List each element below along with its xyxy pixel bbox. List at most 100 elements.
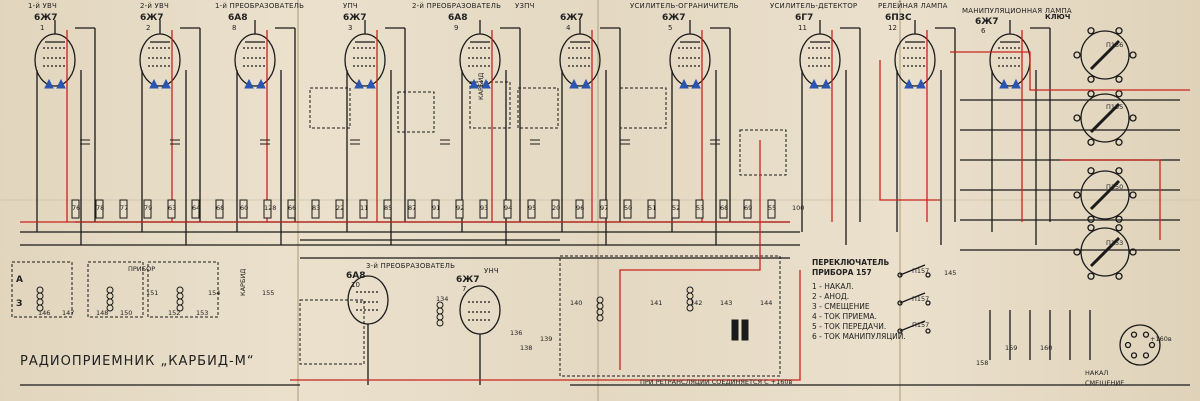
resistor-icon xyxy=(119,199,128,219)
component-number: 136 xyxy=(510,329,523,337)
component-number: 159 xyxy=(1005,344,1018,352)
resistor-icon xyxy=(71,199,80,219)
switch-label: П157 xyxy=(912,267,930,275)
component-number: 20 xyxy=(552,204,561,212)
resistor-icon xyxy=(479,199,488,219)
capacitor-icon xyxy=(440,139,450,145)
component-number: 92 xyxy=(456,204,465,212)
tube-index-1: 1 xyxy=(40,24,45,32)
vacuum-tube-icon xyxy=(799,20,841,87)
tube-type-3: 6А8 xyxy=(228,13,248,23)
component-number: 68 xyxy=(216,204,225,212)
resistor-icon xyxy=(95,199,104,219)
component-number: 91 xyxy=(432,204,441,212)
stage-label-1: 1-й УВЧ xyxy=(28,2,58,10)
tube-type-5: 6А8 xyxy=(448,13,468,23)
lower-tube-index-2: 7 xyxy=(462,285,467,293)
component-number: 95 xyxy=(528,204,537,212)
relay-coil-icon xyxy=(731,319,739,341)
resistor-icon xyxy=(191,199,200,219)
vacuum-tube-icon xyxy=(894,20,936,87)
resistor-icon xyxy=(551,199,560,219)
tube-type-9: 6П3С xyxy=(885,13,912,23)
vacuum-tube-icon xyxy=(669,20,711,87)
component-number: 69 xyxy=(744,204,753,212)
lower-stage-label-2: УНЧ xyxy=(484,267,499,275)
capacitor-icon xyxy=(80,139,90,145)
coil-icon xyxy=(106,286,114,312)
switch-caption: ПЕРЕКЛЮЧАТЕЛЬ ПРИБОРА 157 xyxy=(812,258,892,278)
capacitor-icon xyxy=(170,139,180,145)
resistor-icon xyxy=(335,199,344,219)
component-number: 96 xyxy=(576,204,585,212)
lower-stage-label-1: 3-й ПРЕОБРАЗОВАТЕЛЬ xyxy=(366,262,456,270)
heater-arrow-icon xyxy=(904,78,926,89)
relay-label: П156 xyxy=(1106,41,1124,49)
switch-legend-item: 3 - СМЕЩЕНИЕ xyxy=(812,302,870,311)
component-number: 63 xyxy=(168,204,177,212)
stage-label-7: УСИЛИТЕЛЬ-ОГРАНИЧИТЕЛЬ xyxy=(630,2,739,10)
component-number: 147 xyxy=(62,309,75,317)
resistor-icon xyxy=(431,199,440,219)
resistor-icon xyxy=(647,199,656,219)
component-number: 128 xyxy=(264,204,277,212)
resistor-icon xyxy=(239,199,248,219)
component-number: 140 xyxy=(570,299,583,307)
tube-type-4: 6Ж7 xyxy=(343,13,367,23)
component-number: 76 xyxy=(72,204,81,212)
nakal-label: НАКАЛ xyxy=(1085,369,1109,377)
component-number: 64 xyxy=(192,204,201,212)
component-number: 100 xyxy=(792,204,805,212)
component-number: 93 xyxy=(480,204,489,212)
resistor-icon xyxy=(767,199,776,219)
heater-arrow-icon xyxy=(149,78,171,89)
tube-type-8: 6Г7 xyxy=(795,13,814,23)
vacuum-tube-icon xyxy=(139,20,181,87)
component-number: 11 xyxy=(360,204,369,212)
toggle-contact-icon xyxy=(897,292,931,306)
rotary-switch-icon xyxy=(1073,27,1137,83)
rotary-switch-icon xyxy=(1073,167,1137,223)
switch-legend: 1 - НАКАЛ. 2 - АНОД. 3 - СМЕЩЕНИЕ 4 - ТО… xyxy=(812,282,906,342)
vacuum-tube-icon xyxy=(559,20,601,87)
heater-arrow-icon xyxy=(469,78,491,89)
vacuum-tube-icon xyxy=(234,20,276,87)
key-label: КЛЮЧ xyxy=(1045,13,1071,21)
switch-legend-item: 1 - НАКАЛ. xyxy=(812,282,854,291)
capacitor-icon xyxy=(530,139,540,145)
vacuum-tube-icon xyxy=(34,20,76,87)
heater-arrow-icon xyxy=(999,78,1021,89)
capacitor-icon xyxy=(350,139,360,145)
stage-label-8: УСИЛИТЕЛЬ-ДЕТЕКТОР xyxy=(770,2,858,10)
component-number: 78 xyxy=(96,204,105,212)
component-number: 146 xyxy=(38,309,51,317)
component-number: 139 xyxy=(540,335,553,343)
resistor-icon xyxy=(575,199,584,219)
resistor-icon xyxy=(695,199,704,219)
tube-index-4: 3 xyxy=(348,24,353,32)
component-number: 144 xyxy=(760,299,773,307)
capacitor-icon xyxy=(620,139,630,145)
resistor-icon xyxy=(287,199,296,219)
switch-legend-item: 6 - ТОК МАНИПУЛЯЦИИ. xyxy=(812,332,906,341)
smeshch-label: СМЕЩЕНИЕ xyxy=(1085,379,1125,387)
component-number: 152 xyxy=(168,309,181,317)
heater-arrow-icon xyxy=(244,78,266,89)
resistor-icon xyxy=(359,199,368,219)
relay-label: П155 xyxy=(1106,103,1124,111)
diagram-title: РАДИОПРИЕМНИК „КАРБИД-М“ xyxy=(20,354,255,369)
component-number: 51 xyxy=(648,204,657,212)
component-number: 50 xyxy=(624,204,633,212)
rotary-switch-icon xyxy=(1073,90,1137,146)
tube-index-8: 11 xyxy=(798,24,807,32)
resistor-icon xyxy=(263,199,272,219)
vacuum-tube-icon xyxy=(459,20,501,87)
component-number: 52 xyxy=(672,204,681,212)
component-number: 151 xyxy=(146,289,159,297)
vacuum-tube-icon xyxy=(989,20,1031,87)
component-number: 85 xyxy=(384,204,393,212)
component-number: 148 xyxy=(96,309,109,317)
component-number: 155 xyxy=(262,289,275,297)
